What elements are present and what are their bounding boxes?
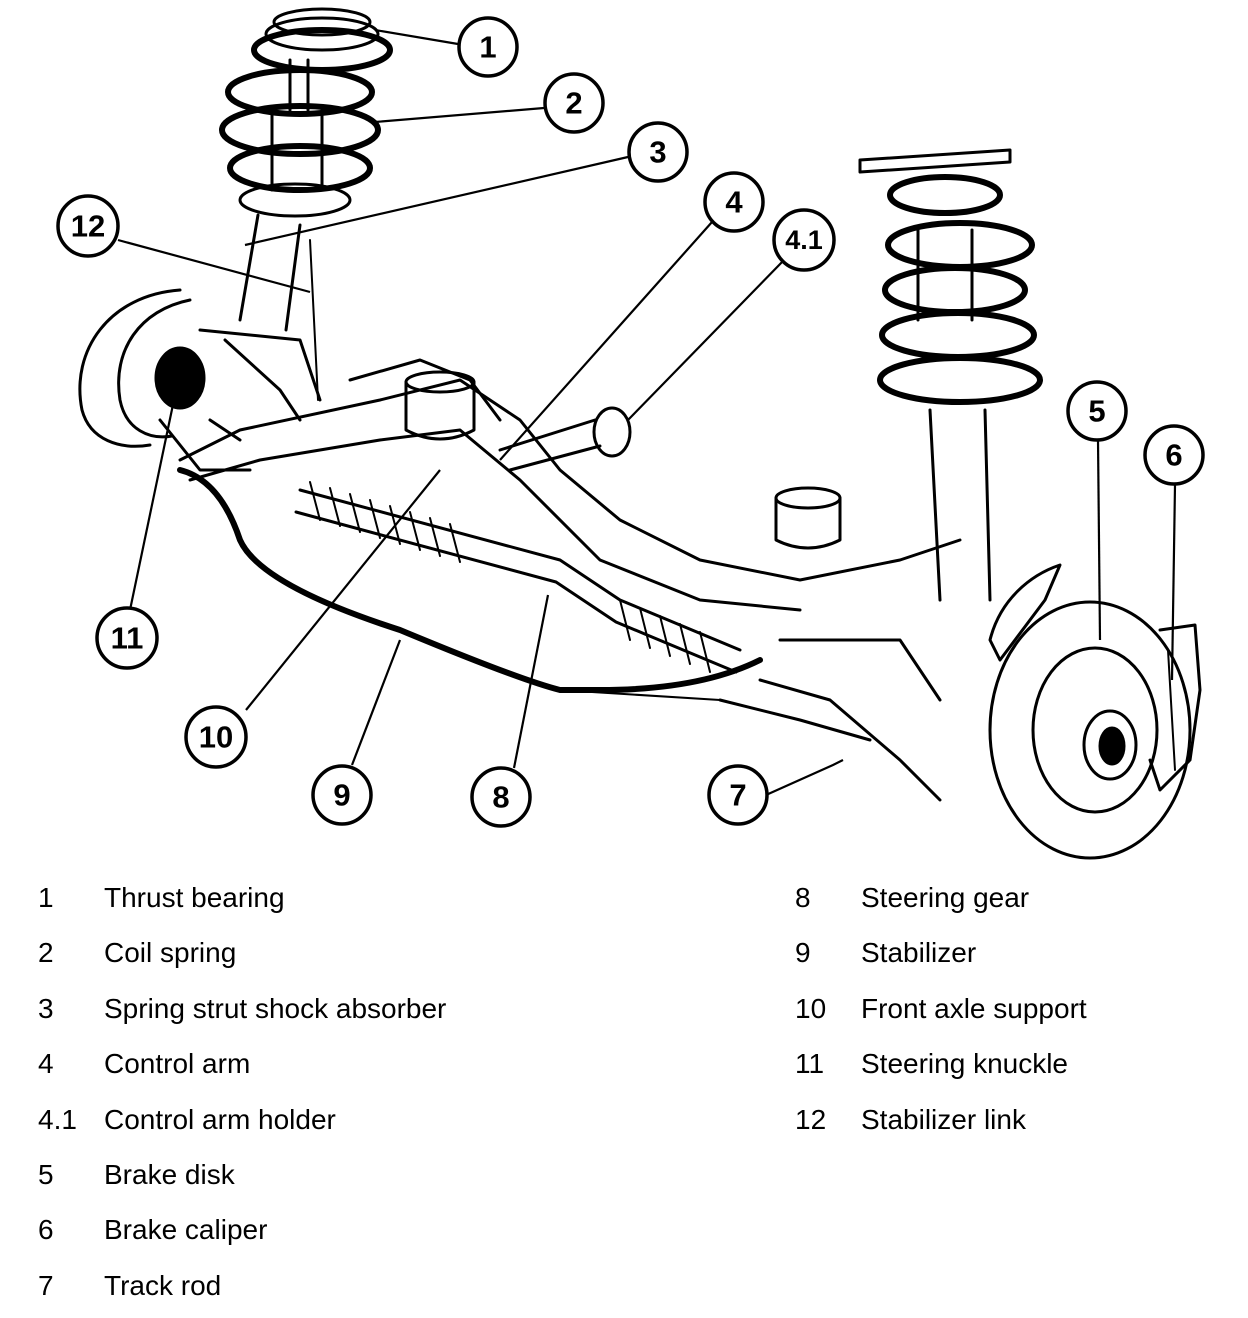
suspension-illustration [78,7,1202,860]
legend-label: Track rod [104,1269,222,1301]
svg-text:10: 10 [199,720,233,755]
callout-11: 11 [95,606,159,670]
legend-label: Steering gear [861,882,1030,913]
callout-10: 10 [184,705,248,769]
legend-right-column: 8 Steering gear 9 Stabilizer 10 Front axle … [795,870,1087,1147]
svg-text:8: 8 [492,780,509,815]
callout-2: 2 [543,72,605,134]
legend-left-column: 1 Thrust bearing 2 Coil spring 3 Spring str… [38,870,446,1313]
svg-text:6: 6 [1165,438,1182,473]
svg-text:4.1: 4.1 [785,225,823,255]
legend-item: 3 Spring strut shock absorber [38,981,446,1036]
legend-number: 3 [38,992,54,1024]
svg-text:2: 2 [565,86,582,121]
legend-label: Spring strut shock absorber [104,992,447,1024]
legend-label: Control arm [104,1048,251,1080]
callout-3: 3 [627,121,689,183]
svg-text:12: 12 [71,209,105,244]
callout-5: 5 [1066,380,1128,442]
legend-label: Coil spring [104,937,237,969]
legend-label: Brake caliper [104,1214,268,1246]
legend-item: 4 Control arm [38,1036,446,1091]
legend-number: 4 [38,1048,54,1080]
svg-text:4: 4 [725,185,743,220]
callout-4-1: 4.1 [772,208,836,272]
legend-number: 11 [795,1048,825,1080]
legend-item: 7 Track rod [38,1258,446,1313]
callout-1: 1 [457,16,519,78]
svg-text:11: 11 [111,621,144,656]
legend-item: 8 Steering gear [795,870,1087,925]
leader-lines [117,28,1177,797]
legend-number: 12 [795,1103,827,1135]
legend-label: Steering knuckle [861,1048,1069,1080]
legend-number: 6 [38,1214,54,1246]
legend-item: 9 Stabilizer [795,925,1087,980]
legend-number: 7 [38,1269,54,1301]
legend-number: 1 [38,882,54,913]
legend-item: 5 Brake disk [38,1147,446,1202]
callout-12: 12 [56,194,120,258]
legend-number: 2 [38,937,54,969]
legend-number: 4.1 [38,1103,77,1135]
legend-label: Front axle support [861,992,1087,1024]
legend-number: 10 [795,992,827,1024]
legend-label: Thrust bearing [104,882,285,913]
legend-item: 2 Coil spring [38,925,446,980]
svg-text:1: 1 [479,30,496,65]
callout-9: 9 [311,764,373,826]
front-suspension-diagram: 1 2 3 4 4.1 5 6 7 8 9 10 11 12 [56,7,1205,860]
legend-label: Stabilizer [861,937,977,969]
legend-label: Control arm holder [104,1103,336,1135]
legend-item: 6 Brake caliper [38,1202,446,1257]
legend-item: 12 Stabilizer link [795,1092,1087,1147]
legend-item: 1 Thrust bearing [38,870,446,925]
legend-item: 4.1 Control arm holder [38,1092,446,1147]
svg-text:7: 7 [729,778,746,813]
legend-label: Brake disk [104,1158,235,1190]
legend-number: 5 [38,1158,54,1190]
legend-label: Stabilizer link [861,1103,1026,1135]
svg-text:5: 5 [1088,394,1105,429]
legend-number: 8 [795,882,811,913]
svg-text:3: 3 [649,135,666,170]
callout-8: 8 [470,766,532,828]
legend-number: 9 [795,937,811,969]
legend-item: 11 Steering knuckle [795,1036,1087,1091]
callout-4: 4 [703,171,765,233]
legend-item: 10 Front axle support [795,981,1087,1036]
svg-text:9: 9 [333,778,350,813]
callout-6: 6 [1143,424,1205,486]
callout-7: 7 [707,764,769,826]
